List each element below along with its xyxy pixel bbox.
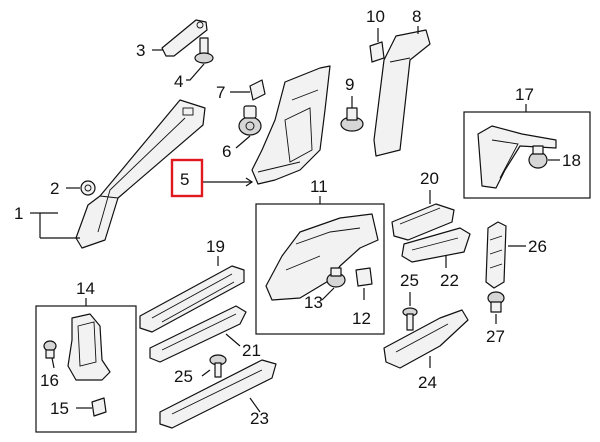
part-6-grommet [238,105,262,136]
part-7-clip [249,79,266,101]
callout-18: 18 [562,151,581,170]
callout-6: 6 [222,142,231,161]
callout-4: 4 [174,72,183,91]
leader-1 [39,212,80,239]
part-9-push-clip [340,107,364,132]
part-19-sill-plate [139,265,245,333]
part-2-clip [80,180,96,196]
part-8-upper-pillar [373,29,431,157]
callout-22: 22 [440,271,459,290]
callout-21: 21 [242,341,261,360]
callout-23: 23 [250,409,269,428]
part-4-bolt [194,37,214,64]
part-10-clip [369,41,385,63]
callout-16: 16 [40,371,59,390]
part-21-bracket [149,305,247,363]
part-25-screw-right [402,307,418,331]
callout-8: 8 [412,7,421,26]
callout-12: 12 [352,309,371,328]
callout-10: 10 [366,7,385,26]
callout-9: 9 [345,75,354,94]
part-11-quarter-trim [265,213,379,301]
part-14-bracket [67,313,111,381]
part-5-b-pillar-trim [251,65,331,185]
callout-2: 2 [50,179,59,198]
part-12-clip [355,267,373,287]
highlight-box [170,158,204,198]
part-25-screw-left [209,354,227,378]
callout-17: 17 [515,85,534,104]
part-27-clip [487,291,505,313]
part-1-pillar-trim [75,99,206,249]
callout-14: 14 [76,279,95,298]
part-26-bracket [485,221,507,289]
callout-3: 3 [136,41,145,60]
callout-25-right: 25 [400,271,419,290]
callout-27: 27 [486,327,505,346]
callout-7: 7 [216,83,225,102]
part-24-bracket [383,309,469,369]
callout-5: 5 [180,170,189,189]
group-box-17 [463,111,591,199]
part-13-grommet [326,267,346,288]
callout-11: 11 [310,177,328,196]
callout-24: 24 [418,373,437,392]
part-3-bracket [161,19,208,57]
callout-26: 26 [528,237,547,256]
part-16-clip [43,340,57,359]
callout-25-left: 25 [174,367,193,386]
callout-15: 15 [50,399,69,418]
part-23-sill-trim [159,359,277,429]
part-22-bracket [401,227,471,263]
part-15-clip [91,397,107,417]
callout-19: 19 [206,237,225,256]
callout-13: 13 [304,293,323,312]
callout-1: 1 [14,204,23,223]
part-20-scuff [391,203,455,241]
part-18-clip [528,145,548,169]
callout-20: 20 [420,169,439,188]
